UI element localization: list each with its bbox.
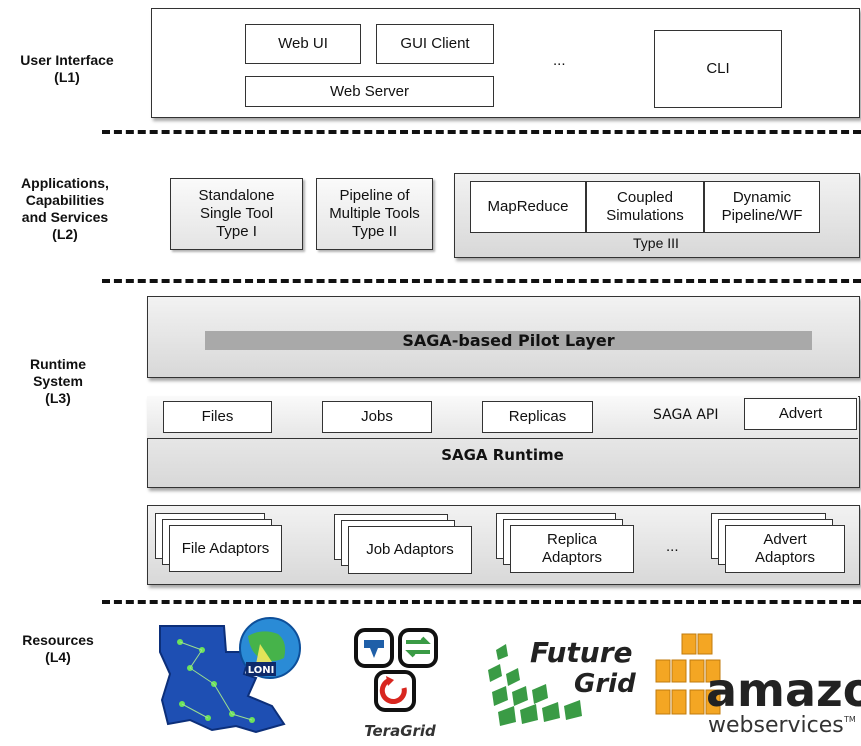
- layer-l2-line4: (L2): [52, 226, 78, 242]
- adaptors-ellipsis: ...: [666, 538, 679, 555]
- separator-l3-l4: [102, 600, 861, 604]
- replica-adaptors-line1: Replica: [546, 531, 598, 548]
- files-box: Files: [163, 401, 272, 433]
- coupled-line2: Simulations: [606, 207, 684, 224]
- layer-label-l4: Resources (L4): [2, 632, 114, 666]
- layer-l3-line2: System: [33, 373, 83, 389]
- dynamic-line2: Pipeline/WF: [721, 207, 803, 224]
- amazon-web-services-logo: amazon webservices TM: [655, 633, 861, 738]
- type1-box: Standalone Single Tool Type I: [170, 178, 303, 250]
- web-ui-box: Web UI: [245, 24, 361, 64]
- jobs-box: Jobs: [322, 401, 432, 433]
- amazon-text: amazon: [706, 663, 861, 717]
- separator-l1-l2: [102, 130, 861, 134]
- pilot-layer-label: SAGA-based Pilot Layer: [402, 331, 615, 350]
- dynamic-line1: Dynamic: [732, 189, 792, 206]
- type1-line1: Standalone: [198, 187, 275, 204]
- loni-logo: LONI: [159, 617, 301, 734]
- replicas-box: Replicas: [482, 401, 593, 433]
- coupled-line1: Coupled: [617, 189, 673, 206]
- layer-l2-line3: and Services: [21, 209, 109, 225]
- dynamic-pipeline-box: Dynamic Pipeline/WF: [704, 181, 820, 233]
- webservices-text: webservices: [708, 713, 844, 738]
- file-adaptors-box: File Adaptors: [169, 525, 282, 572]
- saga-runtime-label: SAGA Runtime: [441, 446, 564, 464]
- pilot-layer-bar: [205, 331, 812, 350]
- mapreduce-box: MapReduce: [470, 181, 586, 233]
- teragrid-logo: TeraGrid: [354, 628, 438, 740]
- job-adaptors-box: Job Adaptors: [348, 526, 472, 574]
- type2-box: Pipeline of Multiple Tools Type II: [316, 178, 433, 250]
- advert-adaptors-line1: Advert: [763, 531, 807, 548]
- layer-l3-line3: (L3): [45, 390, 71, 406]
- trademark-text: TM: [843, 715, 856, 724]
- layer-label-l2: Applications, Capabilities and Services …: [2, 175, 128, 243]
- futuregrid-logo: Future Grid: [488, 636, 636, 726]
- cli-box: CLI: [654, 30, 782, 108]
- layer-l2-line2: Capabilities: [25, 192, 105, 208]
- type2-line2: Multiple Tools: [329, 205, 420, 222]
- type2-line3: Type II: [351, 223, 398, 240]
- layer-l4-line2: (L4): [45, 649, 71, 665]
- type2-line1: Pipeline of: [339, 187, 410, 204]
- loni-text: LONI: [248, 665, 275, 676]
- layer-l2-line1: Applications,: [21, 175, 109, 191]
- layer-label-l1: User Interface (L1): [2, 52, 132, 86]
- futuregrid-line1: Future: [530, 636, 633, 669]
- advert-box: Advert: [744, 398, 857, 430]
- type1-line2: Single Tool: [199, 205, 274, 222]
- futuregrid-line2: Grid: [574, 669, 636, 699]
- layer-l4-line1: Resources: [22, 632, 94, 648]
- layer-label-l3: Runtime System (L3): [2, 356, 114, 407]
- advert-adaptors-box: Advert Adaptors: [725, 525, 845, 573]
- teragrid-text: TeraGrid: [364, 722, 436, 740]
- replica-adaptors-line2: Adaptors: [541, 549, 603, 566]
- layer-l1-line2: (L1): [54, 69, 80, 85]
- ui-ellipsis: ...: [553, 52, 566, 69]
- web-server-box: Web Server: [245, 76, 494, 107]
- replica-adaptors-box: Replica Adaptors: [510, 525, 634, 573]
- type1-line3: Type I: [216, 223, 257, 240]
- type3-label: Type III: [633, 235, 679, 251]
- advert-adaptors-line2: Adaptors: [754, 549, 816, 566]
- layer-l1-line1: User Interface: [20, 52, 114, 68]
- layer-l3-line1: Runtime: [30, 356, 86, 372]
- coupled-simulations-box: Coupled Simulations: [586, 181, 704, 233]
- gui-client-box: GUI Client: [376, 24, 494, 64]
- saga-api-label: SAGA API: [653, 407, 719, 423]
- separator-l2-l3: [102, 279, 861, 283]
